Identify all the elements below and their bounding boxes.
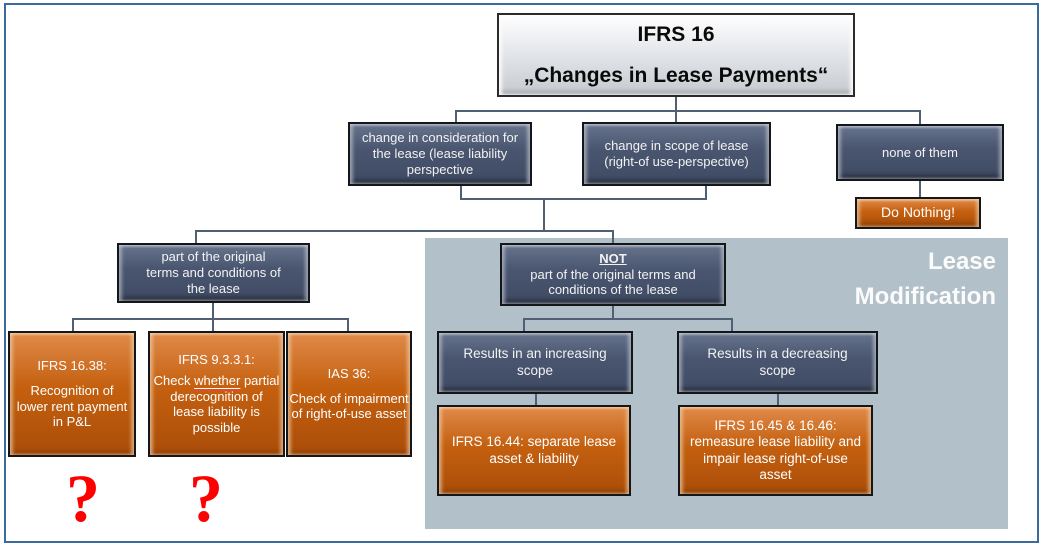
node-part-of-original-terms-label: part of the original terms and condition… bbox=[146, 249, 281, 296]
node-ias-36: IAS 36: Check of impairment of right-of-… bbox=[286, 331, 412, 457]
lease-modification-label: Lease Modification bbox=[855, 244, 996, 314]
node-ifrs-16-44-action-label: IFRS 16.44: separate lease asset & liabi… bbox=[451, 434, 617, 466]
connector-line bbox=[212, 303, 214, 331]
connector-line bbox=[731, 318, 733, 331]
node-part-of-original-terms: part of the original terms and condition… bbox=[117, 243, 310, 303]
node-ifrs-16-38-body: Recognition of lower rent payment in P&L bbox=[16, 382, 128, 430]
lease-modification-label-line1: Lease bbox=[927, 248, 996, 275]
node-change-consideration: change in consideration for the lease (l… bbox=[348, 122, 532, 186]
connector-line bbox=[919, 181, 921, 197]
node-increasing-scope-label: Results in an increasing scope bbox=[463, 346, 607, 378]
connector-line bbox=[455, 110, 457, 122]
node-ias-36-title: IAS 36: bbox=[327, 365, 371, 381]
node-none-of-them-label: none of them bbox=[882, 144, 958, 160]
node-ifrs-9-3-3-1-body: Check whether partial derecognition of l… bbox=[153, 373, 280, 436]
node-none-of-them: none of them bbox=[836, 124, 1004, 181]
connector-line bbox=[535, 394, 537, 405]
connector-line bbox=[460, 198, 707, 200]
node-ifrs-16-38-title: IFRS 16.38: bbox=[37, 357, 107, 373]
connector-line bbox=[612, 230, 614, 243]
connector-line bbox=[777, 394, 779, 405]
body-text: partial derecognition of lease liability… bbox=[170, 372, 280, 436]
slide-border bbox=[4, 3, 1039, 543]
node-ifrs-16-38: IFRS 16.38: Recognition of lower rent pa… bbox=[8, 331, 136, 457]
node-ifrs-16-45-46-action: IFRS 16.45 & 16.46: remeasure lease liab… bbox=[678, 405, 873, 496]
connector-line bbox=[612, 306, 614, 318]
connector-line bbox=[195, 230, 197, 243]
node-ifrs-16-45-46-action-label: IFRS 16.45 & 16.46: remeasure lease liab… bbox=[689, 417, 862, 482]
node-decreasing-scope-label: Results in a decreasing scope bbox=[707, 346, 848, 378]
lease-modification-label-line2: Modification bbox=[854, 283, 996, 310]
node-ifrs16-title-line1: IFRS 16 bbox=[637, 22, 715, 46]
connector-line bbox=[675, 97, 677, 111]
connector-line bbox=[72, 318, 74, 331]
connector-line bbox=[543, 198, 545, 232]
connector-line bbox=[523, 318, 525, 331]
node-change-consideration-label: change in consideration for the lease (l… bbox=[361, 130, 519, 177]
connector-line bbox=[195, 230, 614, 232]
node-ifrs-9-3-3-1-title: IFRS 9.3.3.1: bbox=[178, 351, 255, 367]
node-change-scope-label: change in scope of lease (right-of use-p… bbox=[604, 138, 749, 169]
node-ifrs16-title: IFRS 16 „Changes in Lease Payments“ bbox=[497, 13, 855, 97]
node-not-part-of-original-terms: NOT part of the original terms and condi… bbox=[500, 243, 726, 306]
node-not-part-rest: part of the original terms and condition… bbox=[530, 266, 696, 298]
node-ifrs16-title-line2: „Changes in Lease Payments“ bbox=[523, 63, 829, 87]
connector-line bbox=[347, 318, 349, 331]
node-ifrs-16-44-action: IFRS 16.44: separate lease asset & liabi… bbox=[437, 405, 631, 496]
misspelled-word-underline: whether bbox=[194, 373, 240, 388]
node-increasing-scope: Results in an increasing scope bbox=[437, 331, 633, 394]
node-decreasing-scope: Results in a decreasing scope bbox=[677, 331, 878, 394]
node-do-nothing: Do Nothing! bbox=[855, 197, 981, 229]
connector-line bbox=[705, 186, 707, 198]
node-ifrs-9-3-3-1: IFRS 9.3.3.1: Check whether partial dere… bbox=[148, 331, 285, 457]
question-mark-1: ? bbox=[66, 460, 100, 536]
question-mark-2: ? bbox=[189, 460, 223, 536]
connector-line bbox=[675, 110, 677, 122]
node-change-scope: change in scope of lease (right-of use-p… bbox=[582, 122, 771, 186]
underlined-word: whether bbox=[194, 372, 241, 388]
node-not-keyword: NOT bbox=[599, 250, 627, 266]
node-ias-36-body: Check of impairment of right-of-use asse… bbox=[289, 390, 409, 422]
connector-line bbox=[455, 110, 921, 112]
connector-line bbox=[523, 318, 733, 320]
body-text: Check bbox=[153, 372, 195, 388]
connector-line bbox=[460, 186, 462, 198]
connector-line bbox=[919, 110, 921, 124]
node-do-nothing-label: Do Nothing! bbox=[881, 204, 955, 221]
connector-line bbox=[72, 318, 349, 320]
